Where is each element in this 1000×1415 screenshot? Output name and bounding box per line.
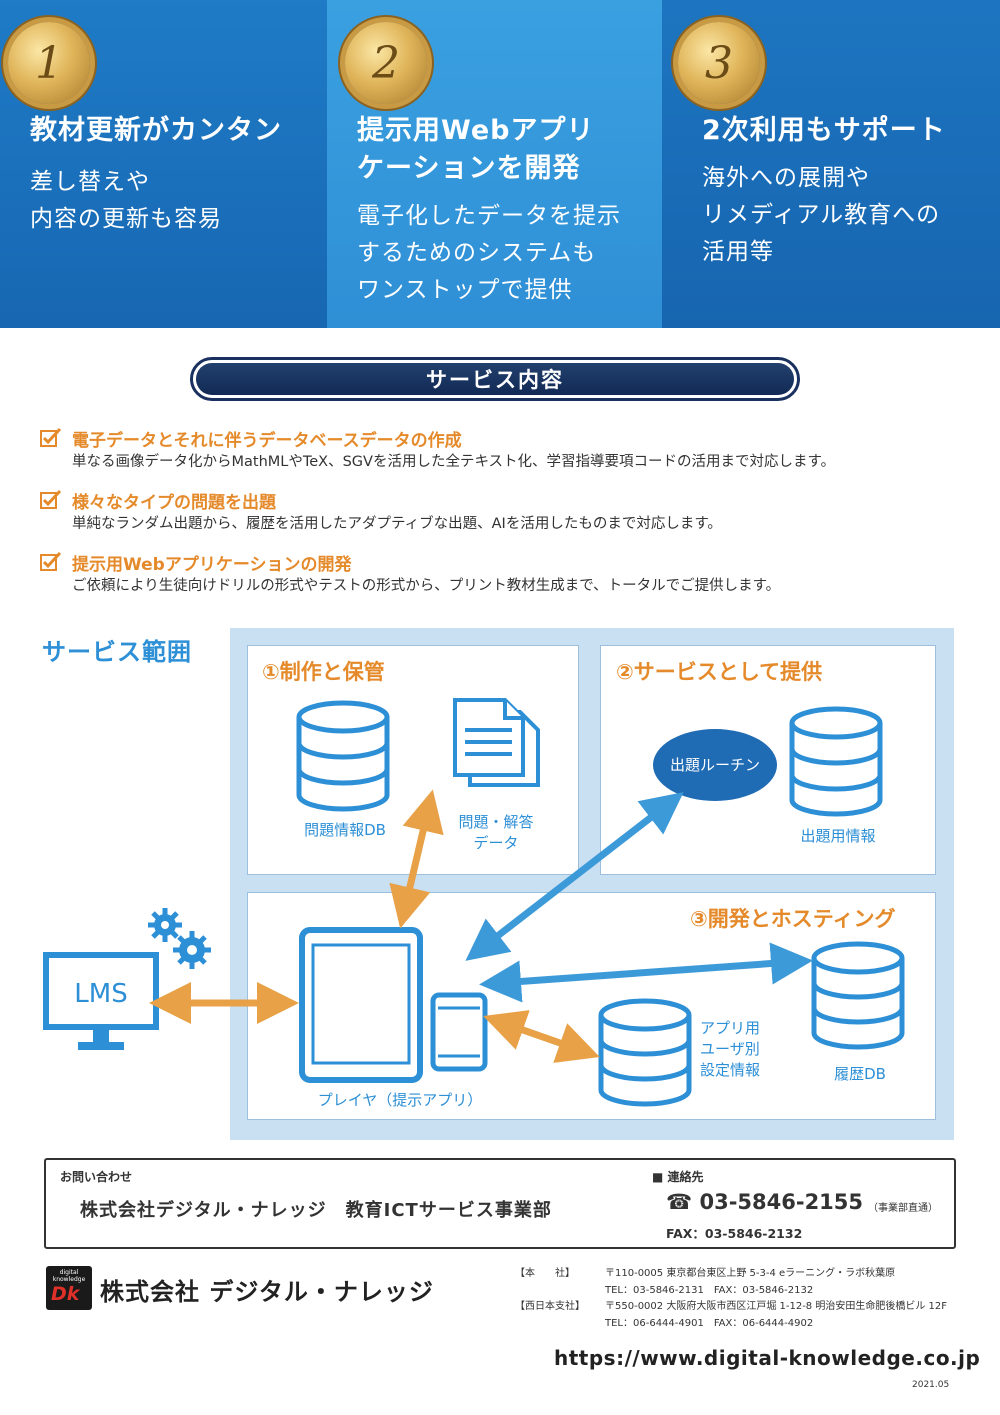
- gear-icon: [148, 908, 211, 969]
- contact-company: 株式会社デジタル・ナレッジ 教育ICTサービス事業部: [80, 1200, 552, 1221]
- service-item: 提示用Webアプリケーションの開発 ご依頼により生徒向けドリルの形式やテストの形…: [40, 549, 970, 597]
- database-icon: [296, 700, 390, 812]
- feature-2-title: 提示用Webアプリ ケーションを開発: [357, 115, 595, 184]
- company-logo: digital knowledge Dk: [46, 1266, 92, 1310]
- medal-1-icon: 1: [8, 22, 90, 104]
- checkbox-icon: [40, 428, 62, 448]
- medal-2-icon: 2: [345, 22, 427, 104]
- section-1-label: ①制作と保管: [262, 660, 385, 684]
- contact-box: お問い合わせ 株式会社デジタル・ナレッジ 教育ICTサービス事業部 ■ 連絡先 …: [44, 1158, 956, 1249]
- arrow-data-player: [389, 789, 444, 929]
- routine-bubble: [653, 729, 777, 801]
- hq-address: 〒110-0005 東京都台東区上野 5-3-4 eラーニング・ラボ秋葉原 TE…: [605, 1268, 896, 1296]
- service-item: 電子データとそれに伴うデータベースデータの作成 単なる画像データ化からMathM…: [40, 425, 970, 473]
- arrow-routine-player: [465, 792, 684, 961]
- issue-date: 2021.05: [912, 1380, 950, 1390]
- document-icon: [453, 698, 540, 787]
- feature-2-body: 電子化したデータを提示 するためのシステムも ワンストップで提供: [357, 203, 621, 303]
- lms-label: LMS: [74, 979, 128, 1009]
- checkbox-icon: [40, 490, 62, 510]
- checkbox-icon: [40, 552, 62, 572]
- database-icon: [789, 706, 883, 817]
- website-link[interactable]: https://www.digital-knowledge.co.jp: [554, 1346, 981, 1370]
- contact-phone-note: （事業部直通）: [868, 1203, 938, 1214]
- contact-phone[interactable]: ☎ 03-5846-2155: [666, 1190, 864, 1214]
- database-icon: [598, 998, 692, 1107]
- arrow-player-history: [479, 942, 813, 1003]
- service-title: 提示用Webアプリケーションの開発: [72, 554, 352, 575]
- feature-banner: 1 教材更新がカンタン 差し替えや 内容の更新も容易 2 提示用Webアプリ ケ…: [0, 0, 1000, 328]
- services-list: 電子データとそれに伴うデータベースデータの作成 単なる画像データ化からMathM…: [40, 425, 970, 611]
- history-db-label: 履歴DB: [834, 1065, 886, 1083]
- feature-1-title: 教材更新がカンタン: [30, 115, 282, 146]
- feature-3-body: 海外への展開や リメディアル教育への 活用等: [702, 165, 941, 265]
- feature-3-title: 2次利用もサポート: [702, 115, 946, 146]
- west-label: 【西日本支社】: [515, 1301, 585, 1312]
- question-answer-label: 問題・解答 データ: [458, 813, 534, 852]
- scope-title: サービス範囲: [42, 638, 192, 666]
- contact-fax: FAX：03-5846-2132: [666, 1226, 803, 1241]
- service-desc: 単なる画像データ化からMathMLやTeX、SGVを活用した全テキスト化、学習指…: [72, 454, 836, 470]
- service-desc: 単純なランダム出題から、履歴を活用したアダプティブな出題、AIを活用したものまで…: [72, 516, 722, 532]
- arrow-phone-settings: [483, 1010, 600, 1063]
- feature-1-body: 差し替えや 内容の更新も容易: [30, 169, 222, 232]
- service-title: 電子データとそれに伴うデータベースデータの作成: [72, 430, 462, 451]
- service-desc: ご依頼により生徒向けドリルの形式やテストの形式から、プリント教材生成まで、トータ…: [72, 578, 781, 594]
- database-icon: [811, 941, 905, 1050]
- medal-3-icon: 3: [678, 22, 760, 104]
- hq-label: 【本 社】: [515, 1268, 575, 1279]
- lms-monitor-icon: [43, 952, 159, 1050]
- contact-info-heading: ■ 連絡先: [652, 1170, 704, 1184]
- app-settings-label: アプリ用 ユーザ別 設定情報: [700, 1019, 761, 1079]
- feature-panel-2: 2 提示用Webアプリ ケーションを開発 電子化したデータを提示 するためのシス…: [327, 0, 662, 328]
- routine-label: 出題ルーチン: [669, 756, 760, 774]
- smartphone-icon: [430, 992, 488, 1072]
- service-item: 様々なタイプの問題を出題 単純なランダム出題から、履歴を活用したアダプティブな出…: [40, 487, 970, 535]
- services-heading: サービス内容: [190, 357, 800, 401]
- service-title: 様々なタイプの問題を出題: [72, 492, 276, 513]
- company-name: 株式会社 デジタル・ナレッジ: [100, 1278, 434, 1306]
- player-label: プレイヤ（提示アプリ）: [317, 1091, 483, 1109]
- question-db-label: 問題情報DB: [304, 821, 386, 839]
- tablet-icon: [299, 927, 423, 1083]
- section-3-label: ③開発とホスティング: [690, 907, 896, 931]
- feature-panel-1: 1 教材更新がカンタン 差し替えや 内容の更新も容易: [0, 0, 327, 328]
- section-2-label: ②サービスとして提供: [616, 660, 823, 684]
- west-address: 〒550-0002 大阪府大阪市西区江戸堀 1-12-8 明治安田生命肥後橋ビル…: [605, 1301, 948, 1329]
- feature-panel-3: 3 2次利用もサポート 海外への展開や リメディアル教育への 活用等: [662, 0, 1000, 328]
- question-info-label: 出題用情報: [800, 827, 876, 845]
- contact-heading: お問い合わせ: [60, 1170, 133, 1184]
